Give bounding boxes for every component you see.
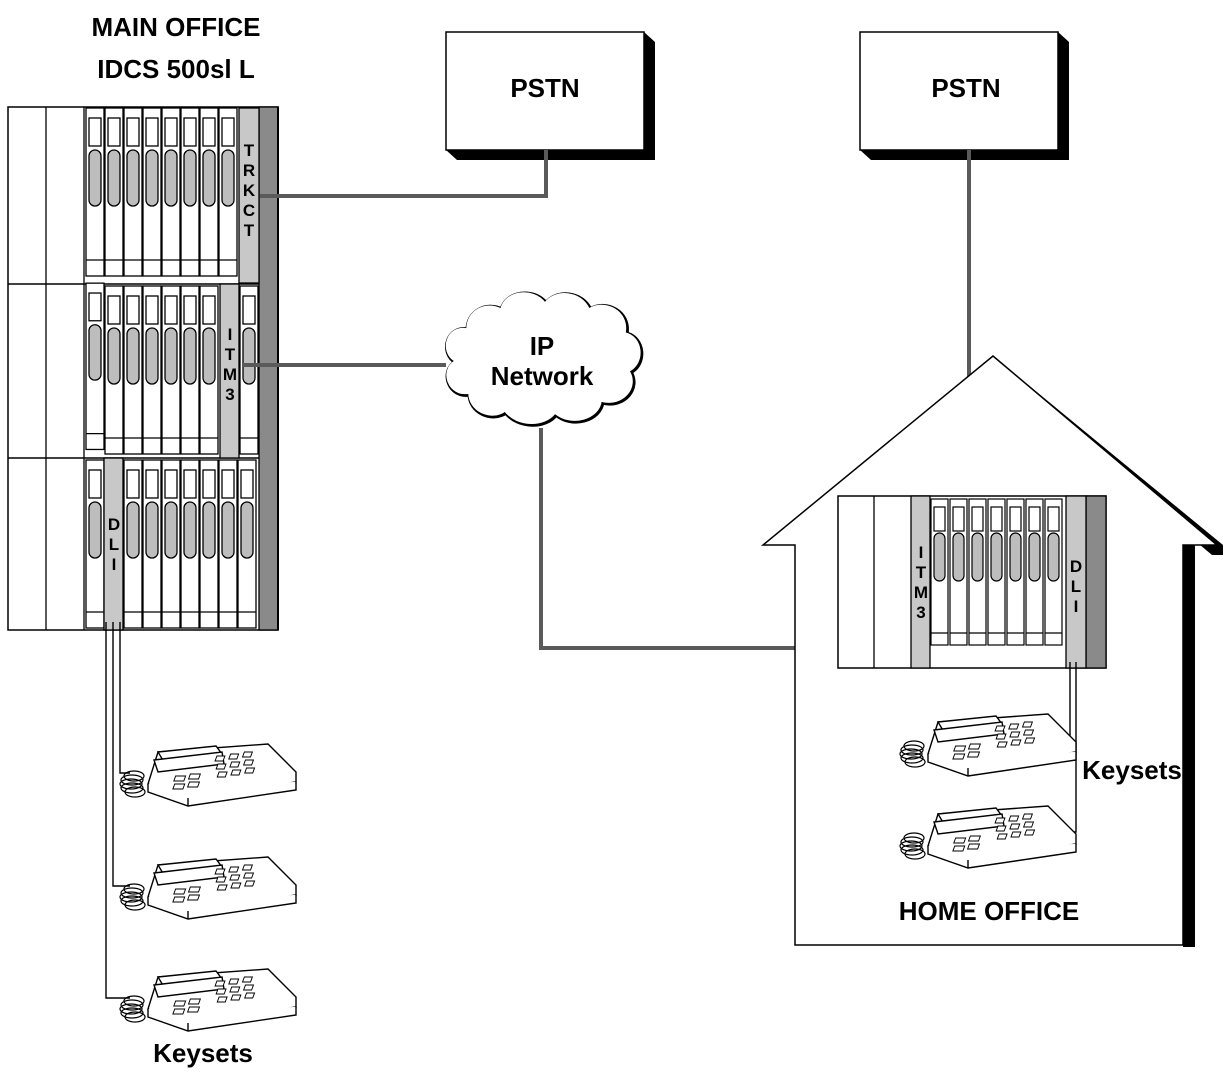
trkct-letter: C bbox=[243, 201, 255, 220]
pstn-box-right: PSTN bbox=[859, 31, 1069, 160]
main-office-model: IDCS 500sl L bbox=[97, 54, 255, 84]
pstn-right-label: PSTN bbox=[931, 73, 1000, 103]
ip-network-line1: IP bbox=[530, 331, 555, 361]
keyset-phone-icon bbox=[119, 743, 297, 807]
itm3-letter: M bbox=[223, 365, 237, 384]
ip-network-cloud: IP Network bbox=[445, 291, 644, 427]
dli-card-main: D L I bbox=[103, 457, 124, 631]
main-keysets bbox=[119, 743, 297, 1032]
itm3-letter: 3 bbox=[916, 603, 925, 622]
dli-letter: D bbox=[108, 515, 120, 534]
keyset-phone-icon bbox=[119, 968, 297, 1032]
itm3-card-main: I T M 3 bbox=[219, 283, 240, 459]
pstn-box-left: PSTN bbox=[445, 31, 655, 160]
dli-letter: I bbox=[112, 555, 117, 574]
itm3-letter: T bbox=[916, 563, 927, 582]
dli-letter: L bbox=[1071, 577, 1081, 596]
ip-home-link bbox=[539, 428, 795, 650]
trkct-letter: K bbox=[243, 181, 256, 200]
itm3-card-home: I T M 3 bbox=[910, 495, 931, 669]
main-keysets-label: Keysets bbox=[153, 1038, 253, 1068]
main-office-title: MAIN OFFICE bbox=[92, 12, 261, 42]
pstn-left-label: PSTN bbox=[510, 73, 579, 103]
home-keysets-label: Keysets bbox=[1082, 755, 1182, 785]
trkct-letter: T bbox=[244, 141, 255, 160]
ip-network-line2: Network bbox=[491, 361, 594, 391]
shelf-1-slots bbox=[85, 107, 238, 277]
dli-card-home: D L I bbox=[1065, 495, 1087, 669]
trkct-letter: T bbox=[244, 221, 255, 240]
main-keyset-wiring bbox=[105, 622, 130, 999]
itm3-letter: I bbox=[228, 325, 233, 344]
home-slots bbox=[930, 498, 1063, 646]
network-links bbox=[242, 150, 971, 650]
home-office-label: HOME OFFICE bbox=[899, 896, 1080, 926]
trunk-link bbox=[260, 150, 548, 198]
itm3-letter: T bbox=[225, 345, 236, 364]
home-office-cabinet: I T M 3 D L I bbox=[837, 495, 1107, 669]
itm3-letter: I bbox=[919, 543, 924, 562]
main-office-cabinet: T R K C T I T M 3 bbox=[7, 106, 279, 631]
trkct-letter: R bbox=[243, 161, 255, 180]
itm3-letter: 3 bbox=[225, 385, 234, 404]
dli-letter: D bbox=[1070, 557, 1082, 576]
itm3-letter: M bbox=[914, 583, 928, 602]
keyset-phone-icon bbox=[119, 856, 297, 920]
dli-letter: I bbox=[1074, 597, 1079, 616]
trkct-card: T R K C T bbox=[238, 107, 260, 284]
dli-letter: L bbox=[109, 535, 119, 554]
